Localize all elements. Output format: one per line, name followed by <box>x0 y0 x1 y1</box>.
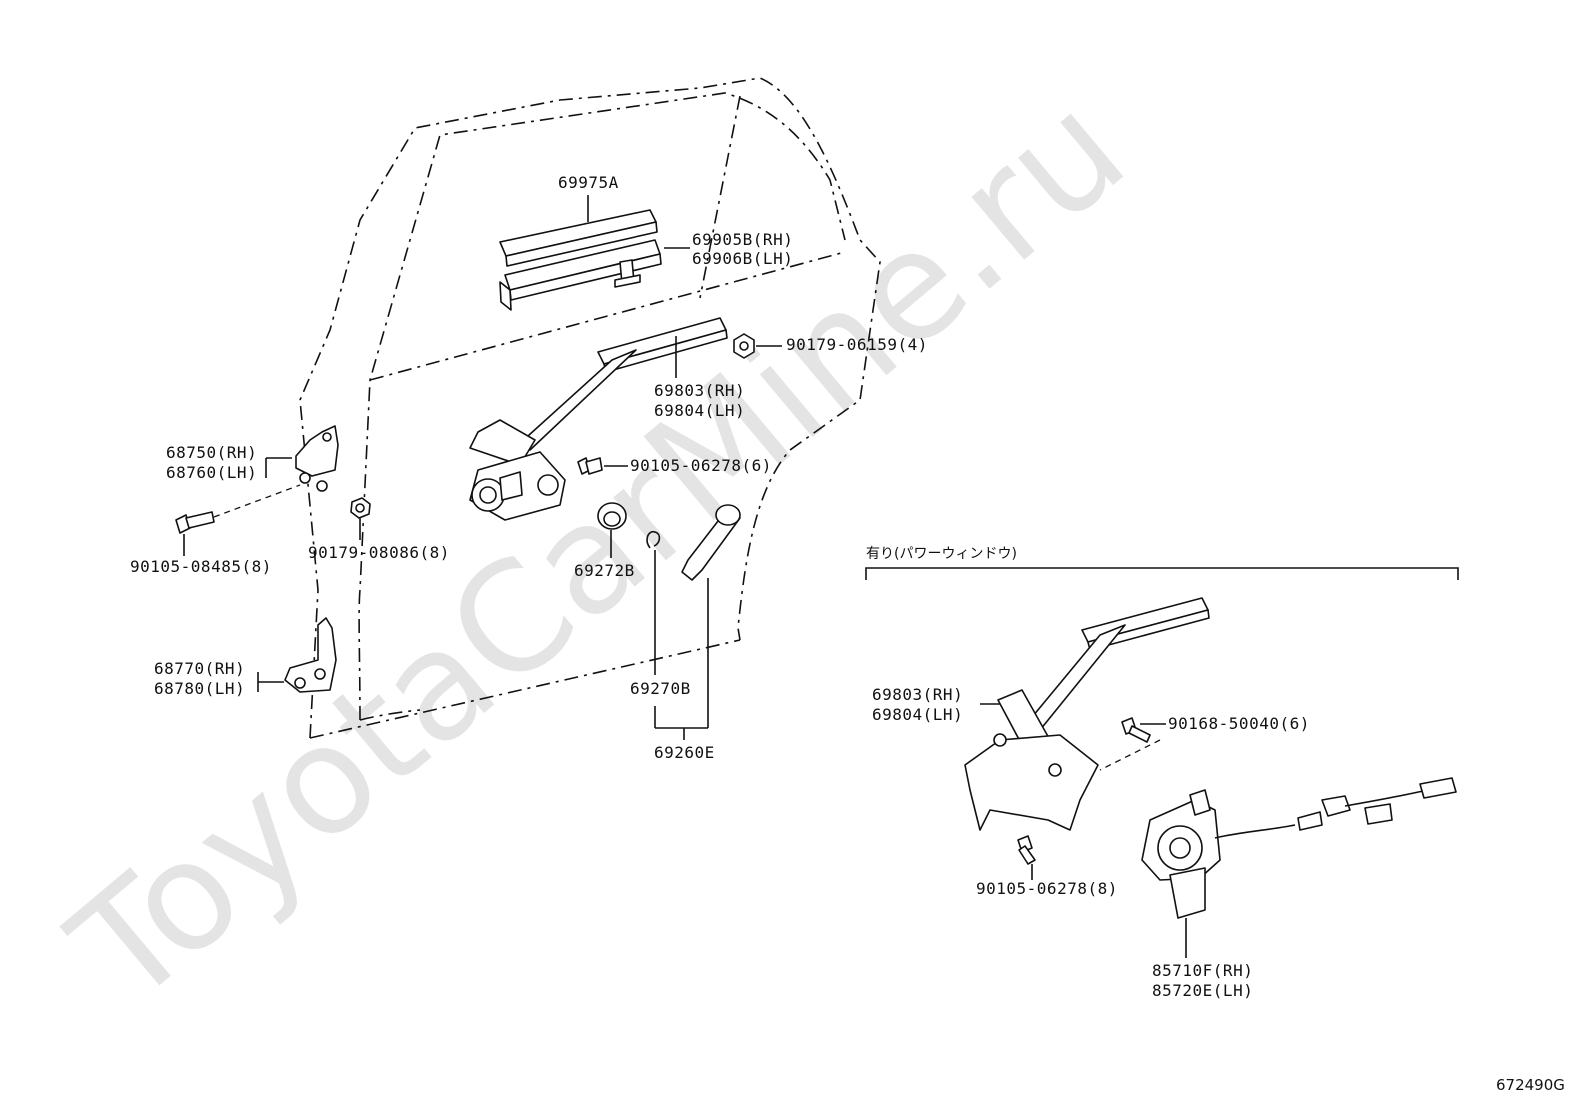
bolt-alignment-dash <box>213 484 301 518</box>
label-69260E: 69260E <box>654 743 715 762</box>
snap-ring-69270B <box>646 530 661 549</box>
glass-run-channel-69905B <box>499 239 662 311</box>
lower-hinge <box>284 617 337 693</box>
label-69975A: 69975A <box>558 173 619 192</box>
label-90179-06159: 90179-06159(4) <box>786 335 928 354</box>
screw-alignment-dash <box>1099 739 1161 771</box>
label-68780: 68780(LH) <box>154 679 245 698</box>
nut-90179-08086 <box>350 497 371 519</box>
screw-90168-50040 <box>1121 717 1151 743</box>
label-pw-69803: 69803(RH) <box>872 685 963 704</box>
label-69905B: 69905B(RH) <box>692 230 793 249</box>
motor-wire-harness <box>1214 777 1457 839</box>
leader-lines <box>183 195 1187 958</box>
bolt-90105-06278-pw <box>1017 835 1036 865</box>
label-90105-06278-8: 90105-06278(8) <box>976 879 1118 898</box>
bolt-90105-08485 <box>175 511 215 534</box>
upper-hinge <box>295 425 339 492</box>
label-85720E: 85720E(LH) <box>1152 981 1253 1000</box>
label-69804: 69804(LH) <box>654 401 745 420</box>
label-69270B: 69270B <box>630 679 691 698</box>
power-window-motor <box>1141 789 1221 919</box>
option-bracket <box>865 567 1459 580</box>
label-90105-08485: 90105-08485(8) <box>130 557 272 576</box>
door-outline <box>299 77 881 739</box>
manual-window-regulator <box>469 317 728 521</box>
label-68750: 68750(RH) <box>166 443 257 462</box>
label-85710F: 85710F(RH) <box>1152 961 1253 980</box>
diagram-code: 672490G <box>1496 1076 1565 1094</box>
power-window-regulator <box>964 597 1210 831</box>
nut-90179-06159 <box>733 333 755 359</box>
option-note: 有り(パワーウィンドウ) <box>866 546 1017 562</box>
label-90168-50040: 90168-50040(6) <box>1168 714 1310 733</box>
label-90105-06278-6: 90105-06278(6) <box>630 456 772 475</box>
label-69803: 69803(RH) <box>654 381 745 400</box>
label-90179-08086: 90179-08086(8) <box>308 543 450 562</box>
label-pw-69804: 69804(LH) <box>872 705 963 724</box>
bolt-90105-06278 <box>577 457 603 475</box>
window-handle-69260E <box>681 504 741 581</box>
label-69272B: 69272B <box>574 561 635 580</box>
part-labels: 69975A 69905B(RH) 69906B(LH) 90179-06159… <box>130 173 1310 1000</box>
label-68760: 68760(LH) <box>166 463 257 482</box>
label-68770: 68770(RH) <box>154 659 245 678</box>
regulator-handle-plate-69272B <box>597 502 627 530</box>
label-69906B: 69906B(LH) <box>692 249 793 268</box>
glass-run-channel-69975A <box>499 209 658 267</box>
